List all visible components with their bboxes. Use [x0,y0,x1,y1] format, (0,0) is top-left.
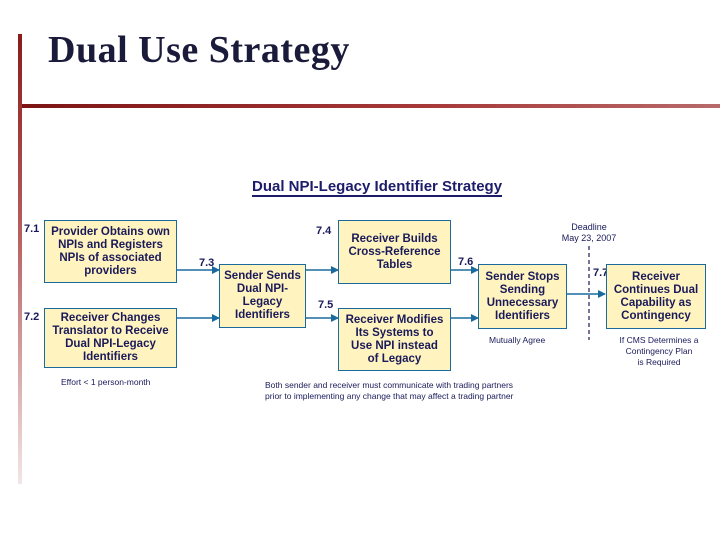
slide-title: Dual Use Strategy [48,29,350,71]
step-7-1-label: 7.1 [24,223,40,235]
effort-note: Effort < 1 person-month [61,377,151,387]
box-provider-obtains-npis: Provider Obtains own NPIs and Registers … [44,220,177,283]
communication-note: Both sender and receiver must communicat… [265,380,514,401]
step-7-5-label: 7.5 [318,299,334,311]
mutually-agree-note: Mutually Agree [489,335,546,345]
contingency-plan-note: If CMS Determines a Contingency Plan is … [619,335,699,367]
box-receiver-modifies-systems: Receiver Modifies Its Systems to Use NPI… [338,308,451,371]
step-7-7-label: 7.7 [593,267,609,279]
box-sender-sends-dual: Sender Sends Dual NPI- Legacy Identifier… [219,264,306,328]
deadline-note: Deadline May 23, 2007 [561,222,617,243]
diagram-title: Dual NPI-Legacy Identifier Strategy [252,178,503,197]
box-receiver-continues-dual: Receiver Continues Dual Capability as Co… [606,264,706,329]
box-sender-stops-sending: Sender Stops Sending Unnecessary Identif… [478,264,567,329]
step-7-2-label: 7.2 [24,311,40,323]
step-7-3-label: 7.3 [199,257,215,269]
box-receiver-builds-tables: Receiver Builds Cross-Reference Tables [338,220,451,284]
left-accent-bar [18,34,22,484]
step-7-6-label: 7.6 [458,256,474,268]
step-7-4-label: 7.4 [316,225,332,237]
title-divider [22,104,720,108]
box-receiver-changes-translator: Receiver Changes Translator to Receive D… [44,308,177,368]
